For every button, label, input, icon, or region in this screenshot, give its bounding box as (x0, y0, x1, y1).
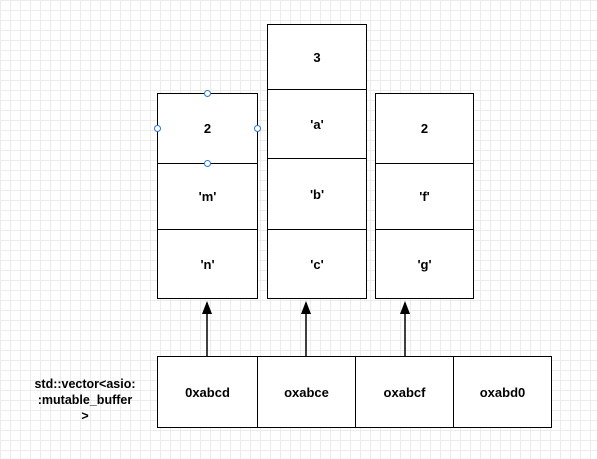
stack-3-cell-2[interactable]: 'g' (375, 229, 474, 299)
arrow-vector-0-to-stack-1[interactable] (202, 301, 212, 357)
vector-cell-2[interactable]: oxabcf (355, 356, 454, 428)
stack-3-cell-2-text: 'g' (417, 256, 432, 272)
stack-2-cell-2[interactable]: 'b' (267, 158, 367, 230)
stack-3-cell-0[interactable]: 2 (375, 93, 474, 164)
stack-1-cell-2[interactable]: 'n' (157, 229, 258, 299)
stack-3-cell-0-text: 2 (420, 121, 429, 136)
selection-handle-bottom[interactable] (204, 160, 211, 167)
vector-cell-3[interactable]: oxabd0 (453, 356, 552, 428)
selection-handle-left[interactable] (154, 125, 161, 132)
arrow-vector-1-to-stack-2[interactable] (301, 301, 311, 357)
stack-1-cell-0-text: 2 (203, 121, 212, 136)
selection-handle-top[interactable] (204, 90, 211, 97)
vector-type-label-line-1: std::vector<asio: (34, 377, 136, 391)
stack-1-cell-0[interactable]: 2 (157, 93, 258, 164)
stack-2-cell-0-text: 3 (313, 49, 321, 65)
vector-type-label-line-2: :mutable_buffer (37, 393, 133, 407)
stack-2-cell-3-text: 'c' (310, 256, 324, 272)
stack-2-cell-0[interactable]: 3 (267, 24, 367, 90)
vector-cell-2-text: oxabcf (383, 384, 426, 400)
vector-cell-1-text: oxabce (284, 384, 329, 400)
stack-3-cell-1[interactable]: 'f' (375, 163, 474, 230)
vector-cell-0-text: 0xabcd (185, 384, 230, 400)
stack-2-cell-1[interactable]: 'a' (267, 89, 367, 159)
selection-handle-right[interactable] (254, 125, 261, 132)
stack-1-cell-2-text: 'n' (200, 256, 215, 272)
vector-cell-1[interactable]: oxabce (257, 356, 356, 428)
stack-3-cell-1-text: 'f' (419, 189, 430, 204)
stack-2-cell-3[interactable]: 'c' (267, 229, 367, 299)
vector-type-label: std::vector<asio: :mutable_buffer > (20, 376, 150, 424)
vector-type-label-line-3: > (81, 409, 89, 423)
stack-2-cell-1-text: 'a' (310, 116, 324, 132)
stack-1-cell-1[interactable]: 'm' (157, 163, 258, 230)
vector-cell-0[interactable]: 0xabcd (157, 356, 258, 428)
arrow-vector-2-to-stack-3[interactable] (400, 301, 410, 357)
stack-2-cell-2-text: 'b' (309, 186, 325, 202)
vector-cell-3-text: oxabd0 (479, 384, 526, 400)
stack-1-cell-1-text: 'm' (198, 189, 217, 204)
